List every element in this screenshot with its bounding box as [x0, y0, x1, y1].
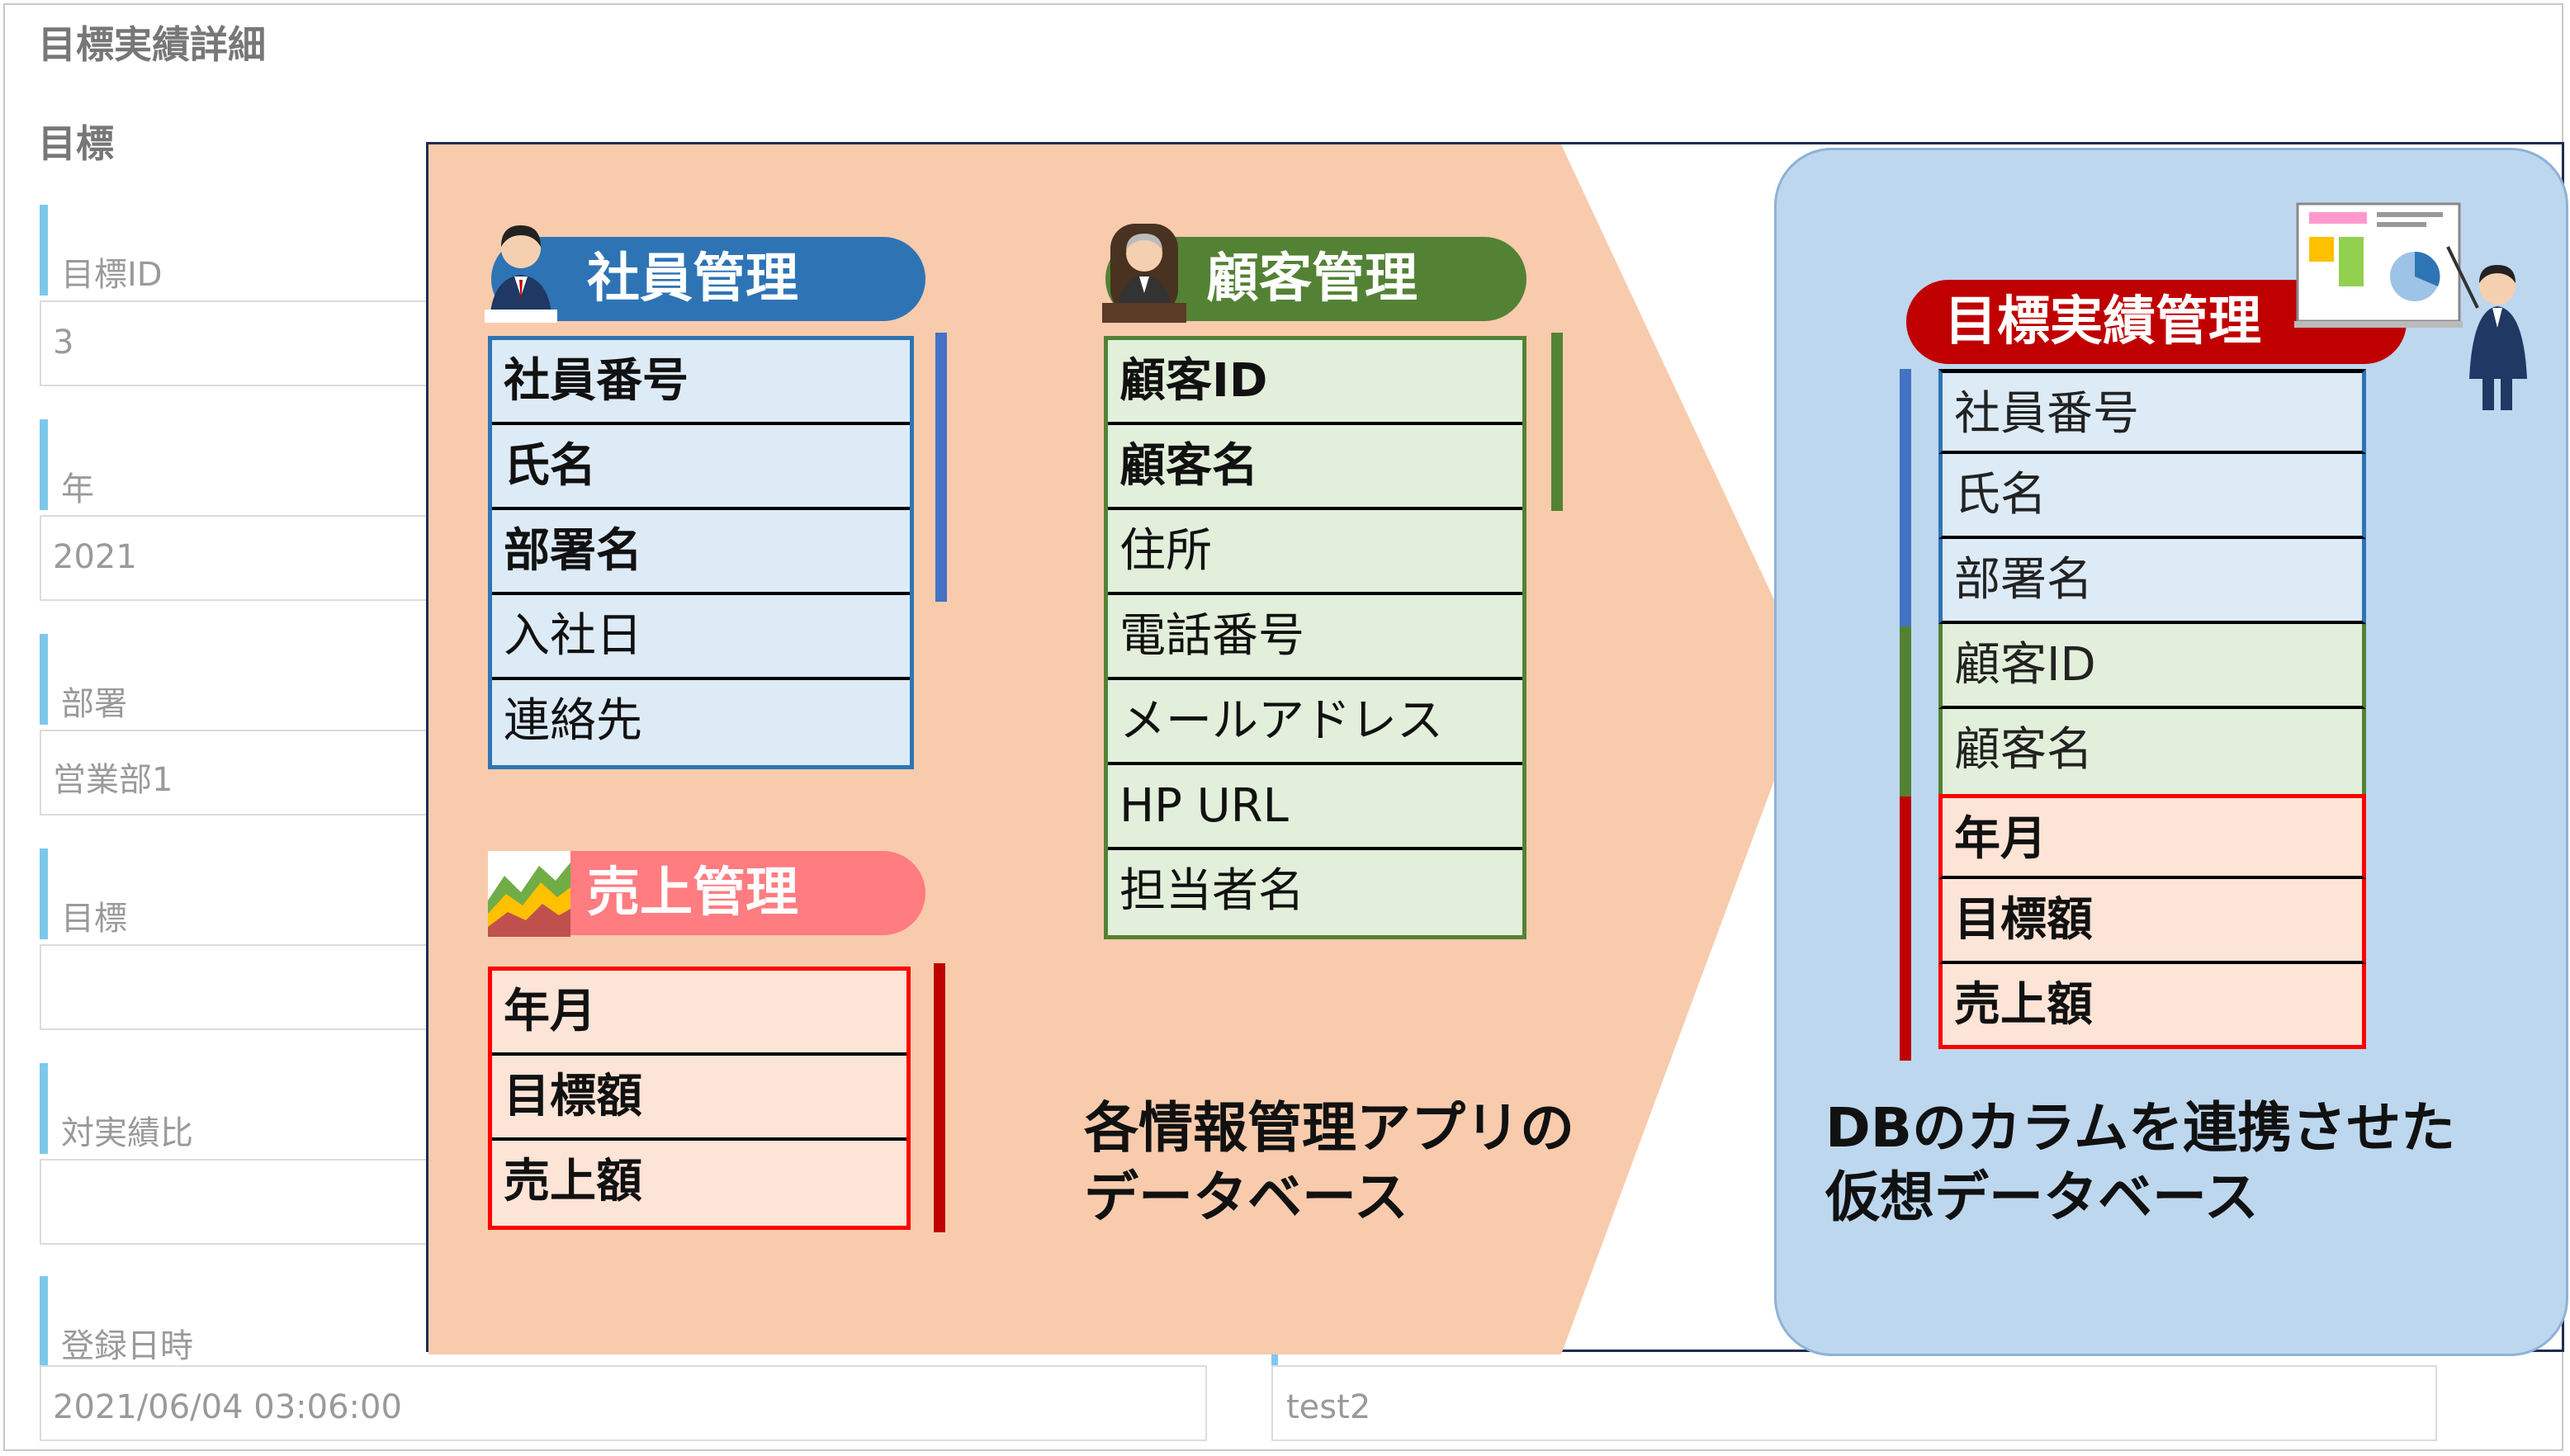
field-label-registered: 登録日時	[61, 1327, 193, 1365]
virtual-table: 社員番号 氏名 部署名 顧客ID 顧客名 年月 目標額 売上額	[1938, 369, 2366, 1049]
virtual-column-row: 部署名	[1938, 539, 2366, 624]
sales-linked-bar	[934, 963, 945, 1232]
field-accent-bar	[40, 1276, 48, 1367]
field-label-year: 年	[61, 470, 94, 508]
field-accent-bar	[40, 1063, 48, 1154]
employee-column-row: 連絡先	[504, 694, 642, 748]
sales-column-row: 年月	[492, 971, 906, 1056]
customer-column-row: 住所	[1108, 510, 1522, 595]
customer-column-row: 顧客名	[1108, 425, 1522, 510]
virtual-green-bar	[1900, 626, 1911, 797]
caption-line: 各情報管理アプリの	[1084, 1096, 1574, 1160]
form-title: 目標実績詳細	[38, 22, 266, 67]
virtual-column-row: 売上額	[1938, 964, 2366, 1049]
employee-table: 社員番号 氏名 部署名 入社日 連絡先	[488, 336, 914, 769]
field-label-goal: 目標	[61, 900, 127, 938]
employee-linked-bar	[935, 333, 947, 602]
field-accent-bar	[40, 634, 48, 725]
sales-chart-icon	[488, 851, 570, 937]
field-label-ratio: 対実績比	[61, 1114, 193, 1152]
virtual-blue-bar	[1900, 369, 1911, 626]
customer-column-row: メールアドレス	[1108, 680, 1522, 765]
sales-column-row: 目標額	[492, 1056, 906, 1141]
field-value-right: test2	[1286, 1388, 1371, 1426]
virtual-db-caption: DBのカラムを連携させた 仮想データベース	[1825, 1094, 2455, 1232]
diagram-overlay: 社員管理 社員番号 氏名 部署名 入社日 連絡先 売上管理 年月 目標額 売上額…	[426, 142, 2568, 1356]
sales-table: 年月 目標額 売上額	[488, 967, 911, 1230]
customer-column-row: 電話番号	[1108, 595, 1522, 680]
field-accent-bar	[40, 419, 48, 510]
field-accent-bar	[40, 849, 48, 939]
employee-column-row: 入社日	[492, 595, 910, 680]
virtual-column-row: 年月	[1938, 794, 2366, 879]
sales-column-row: 売上額	[504, 1155, 642, 1208]
customer-linked-bar	[1551, 333, 1563, 511]
customer-column-row: 顧客ID	[1108, 340, 1522, 425]
field-box-registered[interactable]	[40, 1365, 1207, 1441]
caption-line: 仮想データベース	[1825, 1165, 2259, 1229]
field-value-registered: 2021/06/04 03:06:00	[53, 1388, 402, 1426]
customer-column-row: HP URL	[1108, 765, 1522, 850]
field-box-right[interactable]	[1271, 1365, 2437, 1441]
form-section-title: 目標	[38, 121, 114, 166]
caption-line: DBのカラムを連携させた	[1825, 1096, 2456, 1160]
field-label-goal-id: 目標ID	[61, 256, 163, 294]
employee-column-row: 社員番号	[492, 340, 910, 425]
virtual-red-bar	[1900, 797, 1911, 1061]
employee-app-title: 社員管理	[491, 237, 925, 321]
virtual-column-row: 顧客ID	[1938, 624, 2366, 709]
source-db-caption: 各情報管理アプリの データベース	[1084, 1094, 1574, 1232]
field-value-goal-id: 3	[53, 324, 74, 362]
field-accent-bar	[1271, 1354, 1278, 1367]
caption-line: データベース	[1084, 1165, 1408, 1229]
executive-icon	[1102, 224, 1186, 323]
field-accent-bar	[40, 205, 48, 295]
customer-column-row: 担当者名	[1119, 864, 1304, 918]
field-value-year: 2021	[53, 538, 137, 576]
customer-table: 顧客ID 顧客名 住所 電話番号 メールアドレス HP URL 担当者名	[1104, 336, 1526, 939]
virtual-column-row: 目標額	[1938, 879, 2366, 964]
presentation-board-icon	[2294, 202, 2527, 410]
employee-column-row: 部署名	[492, 510, 910, 595]
field-label-department: 部署	[61, 685, 127, 723]
virtual-column-row: 氏名	[1938, 454, 2366, 539]
virtual-column-row: 社員番号	[1938, 369, 2366, 454]
virtual-column-row: 顧客名	[1938, 709, 2366, 794]
field-value-department: 営業部1	[53, 761, 173, 799]
businessman-icon	[485, 225, 557, 323]
employee-column-row: 氏名	[492, 425, 910, 510]
